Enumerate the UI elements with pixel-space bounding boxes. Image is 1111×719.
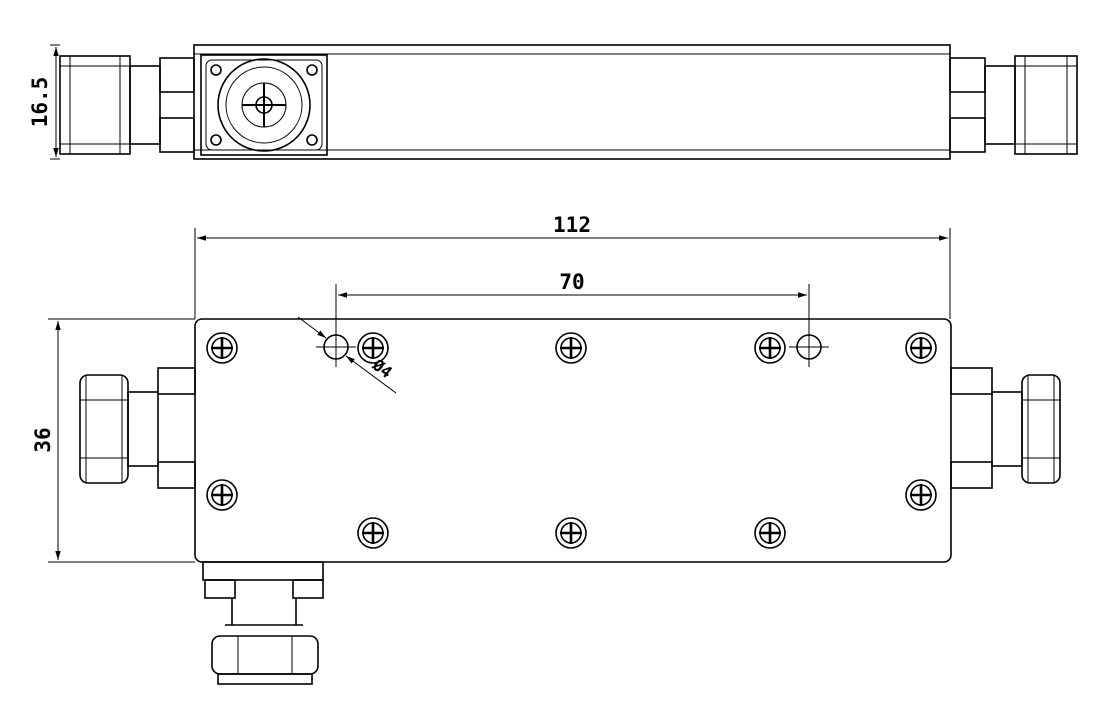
dimension-label-70: 70 xyxy=(559,270,584,294)
screw-heads xyxy=(205,331,938,550)
screw-icon xyxy=(356,516,390,550)
top-flange-connector xyxy=(200,54,328,156)
dimension-overall-length: 112 xyxy=(194,213,951,319)
front-bottom-connector xyxy=(202,561,324,685)
top-body xyxy=(193,44,951,160)
screw-icon xyxy=(554,331,588,365)
dimension-label-36: 36 xyxy=(31,427,55,452)
screw-icon xyxy=(753,516,787,550)
screw-icon xyxy=(904,478,938,512)
screw-icon xyxy=(554,516,588,550)
dimension-hole-diameter: Ø4 xyxy=(297,316,397,394)
front-left-connector xyxy=(79,367,196,489)
screw-icon xyxy=(205,478,239,512)
screw-icon xyxy=(753,331,787,365)
top-view: 16.5 xyxy=(28,44,1078,160)
top-left-connector xyxy=(59,55,195,155)
dimension-label-112: 112 xyxy=(553,213,591,237)
front-right-connector xyxy=(950,367,1061,489)
dimension-label-16-5: 16.5 xyxy=(28,77,52,128)
front-view: 112 70 Ø4 36 xyxy=(31,213,1061,685)
front-body xyxy=(194,318,952,563)
dimension-hole-spacing: 70 xyxy=(335,270,810,330)
top-right-connector xyxy=(949,55,1078,155)
dimension-height-top: 16.5 xyxy=(28,44,60,160)
mounting-holes xyxy=(316,327,829,367)
screw-icon xyxy=(904,331,938,365)
dimension-body-height: 36 xyxy=(31,318,195,563)
screw-icon xyxy=(205,331,239,365)
